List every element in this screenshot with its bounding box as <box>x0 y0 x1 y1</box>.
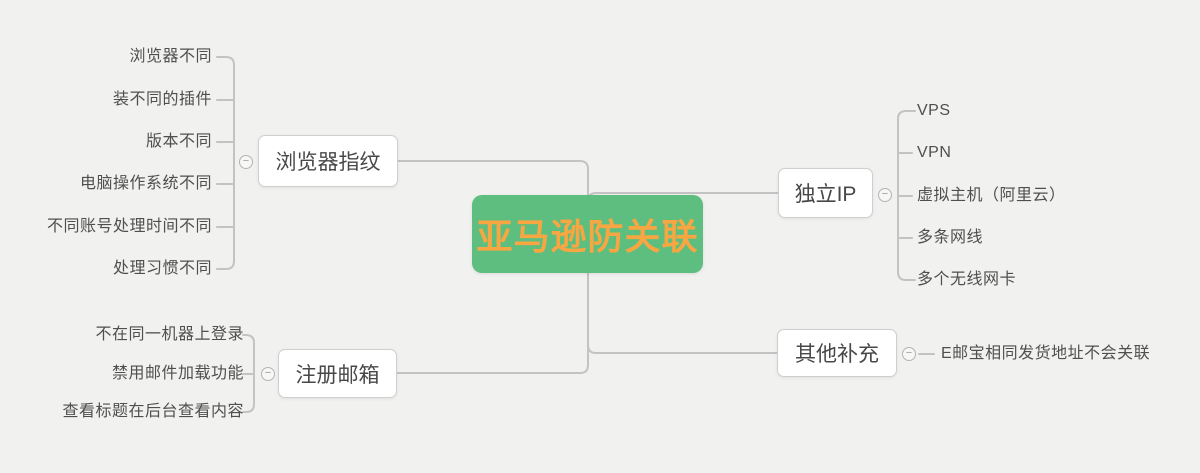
minus-glyph: − <box>881 187 889 200</box>
leaf-topic[interactable]: 不在同一机器上登录 <box>95 326 244 343</box>
leaf-topic[interactable]: 虚拟主机（阿里云） <box>917 187 1066 204</box>
leaf-topic[interactable]: 查看标题在后台查看内容 <box>62 403 244 420</box>
leaf-topic[interactable]: 装不同的插件 <box>112 91 212 108</box>
leaf-topic[interactable]: 处理习惯不同 <box>112 260 212 277</box>
minus-glyph: − <box>264 366 272 379</box>
collapse-icon[interactable]: − <box>902 347 916 361</box>
minus-glyph: − <box>242 154 250 167</box>
leaf-topic[interactable]: VPS <box>917 102 951 119</box>
branch-other-supplement[interactable]: 其他补充 <box>777 329 897 377</box>
leaf-topic[interactable]: 电脑操作系统不同 <box>79 175 212 192</box>
branch-browser-fingerprint[interactable]: 浏览器指纹 <box>258 135 398 187</box>
collapse-icon[interactable]: − <box>878 188 892 202</box>
leaf-topic[interactable]: E邮宝相同发货地址不会关联 <box>941 345 1151 362</box>
leaf-topic[interactable]: 多条网线 <box>917 229 984 246</box>
spine-browser <box>216 56 235 270</box>
leaf-topic[interactable]: 版本不同 <box>145 133 212 150</box>
leaf-topic[interactable]: 不同账号处理时间不同 <box>46 218 212 235</box>
connector-central-to-email <box>396 233 589 374</box>
connector-central-to-browser <box>397 160 589 235</box>
connector-central-to-other <box>587 233 778 354</box>
leaf-topic[interactable]: 多个无线网卡 <box>917 271 1017 288</box>
branch-independent-ip[interactable]: 独立IP <box>778 168 873 218</box>
collapse-icon[interactable]: − <box>261 367 275 381</box>
leaf-topic[interactable]: VPN <box>917 144 952 161</box>
collapse-icon[interactable]: − <box>239 155 253 169</box>
leaf-topic[interactable]: 浏览器不同 <box>129 48 212 65</box>
central-topic[interactable]: 亚马逊防关联 <box>472 195 703 273</box>
branch-register-email[interactable]: 注册邮箱 <box>278 349 397 398</box>
leaf-topic[interactable]: 禁用邮件加载功能 <box>111 365 244 382</box>
minus-glyph: − <box>905 346 913 359</box>
